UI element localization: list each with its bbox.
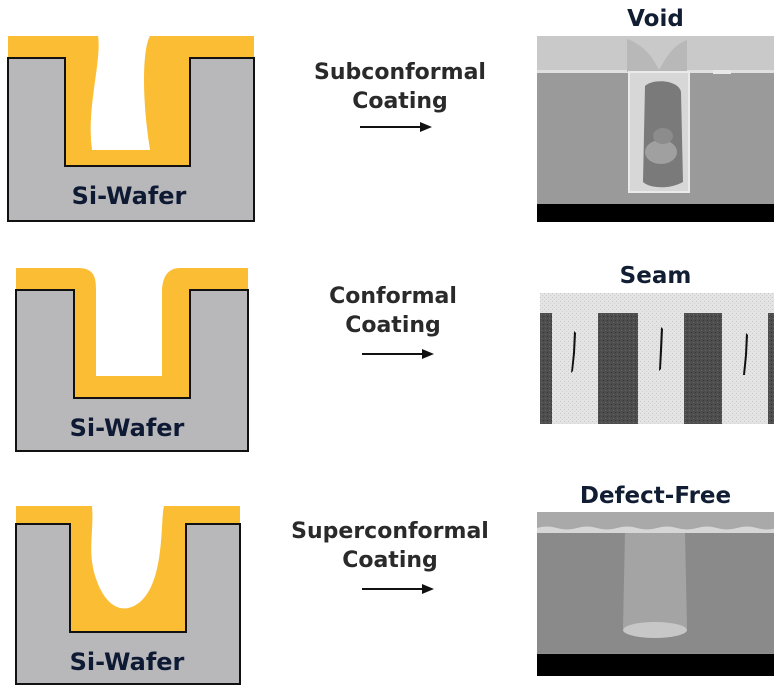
process-line: Coating (342, 548, 438, 573)
sem-pillar (768, 313, 774, 424)
sem-image-seam (540, 293, 774, 424)
coating-sidewall-left (65, 36, 99, 166)
coating-trench-fill (70, 523, 186, 632)
wafer-label: Si-Wafer (69, 414, 185, 442)
process-line: Conformal (329, 284, 457, 309)
process-label: Subconformal Coating (290, 58, 510, 116)
sem-pillar (540, 313, 552, 424)
result-title: Defect-Free (579, 483, 732, 509)
sem-base (537, 654, 774, 676)
arrow-icon (362, 584, 434, 594)
arrow-icon (362, 349, 434, 359)
sem-filled-trench (623, 533, 687, 634)
void-opening (91, 506, 164, 609)
void-opening (92, 36, 150, 150)
sem-seam (743, 333, 748, 375)
sem-base (537, 204, 774, 222)
process-line: Superconformal (291, 519, 489, 544)
arrow-icon (360, 122, 432, 132)
process-label: Conformal Coating (283, 282, 503, 340)
coating-trench-fill (74, 290, 190, 398)
sem-image-defect-free (537, 512, 774, 676)
coating-sidewall-right (144, 36, 190, 166)
process-line: Coating (345, 313, 441, 338)
result-title: Seam (619, 263, 692, 289)
process-label: Superconformal Coating (280, 517, 500, 575)
result-title: Void (627, 6, 684, 32)
sem-seam (659, 327, 663, 371)
coating-bottom (65, 150, 190, 166)
process-line: Coating (352, 89, 448, 114)
wafer-label: Si-Wafer (69, 648, 185, 676)
sem-top-layer (537, 512, 774, 530)
sem-image-void (537, 36, 774, 222)
sem-pillar (598, 313, 638, 424)
sem-seam (571, 331, 576, 373)
process-line: Subconformal (314, 60, 486, 85)
wafer-label: Si-Wafer (71, 182, 187, 210)
sem-pillar (684, 313, 722, 424)
